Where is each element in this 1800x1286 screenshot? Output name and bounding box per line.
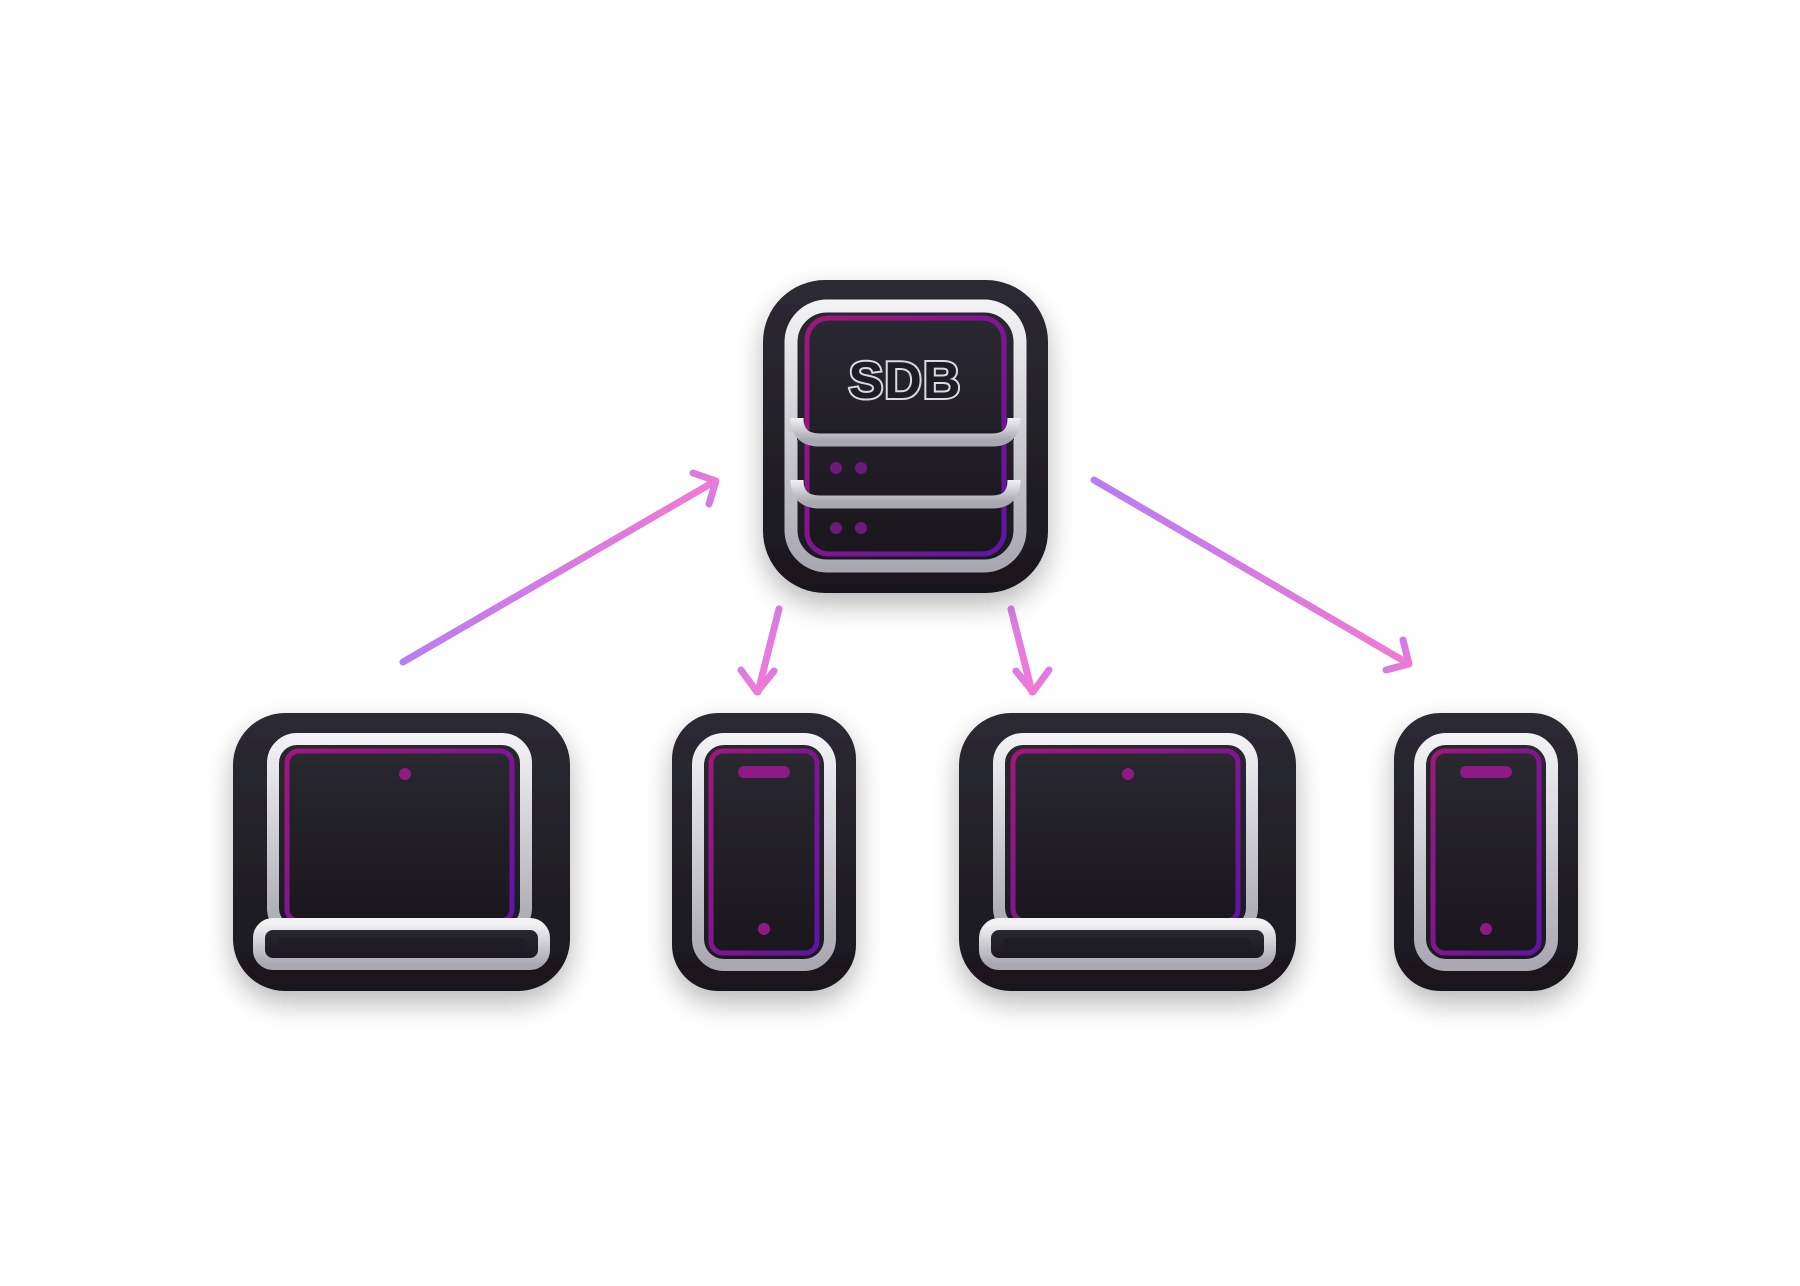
laptop-icon [253, 733, 550, 970]
phone-icon [692, 733, 836, 971]
phone-icon [1414, 733, 1558, 971]
flow-arrow-server-to-phone-2 [1090, 476, 1413, 674]
database-server-icon: SDB [784, 299, 1027, 573]
flow-arrow-server-to-phone-1 [737, 605, 783, 696]
server-label: SDB [849, 352, 962, 410]
flow-arrow-laptop-to-server [399, 469, 720, 666]
phone-node-1 [672, 713, 856, 991]
phone-node-2 [1394, 713, 1578, 991]
laptop-node-1 [233, 713, 570, 991]
flow-arrow-server-to-laptop-2 [1007, 605, 1053, 696]
laptop-icon [979, 733, 1276, 970]
server-node: SDB [763, 280, 1048, 593]
laptop-node-2 [959, 713, 1296, 991]
